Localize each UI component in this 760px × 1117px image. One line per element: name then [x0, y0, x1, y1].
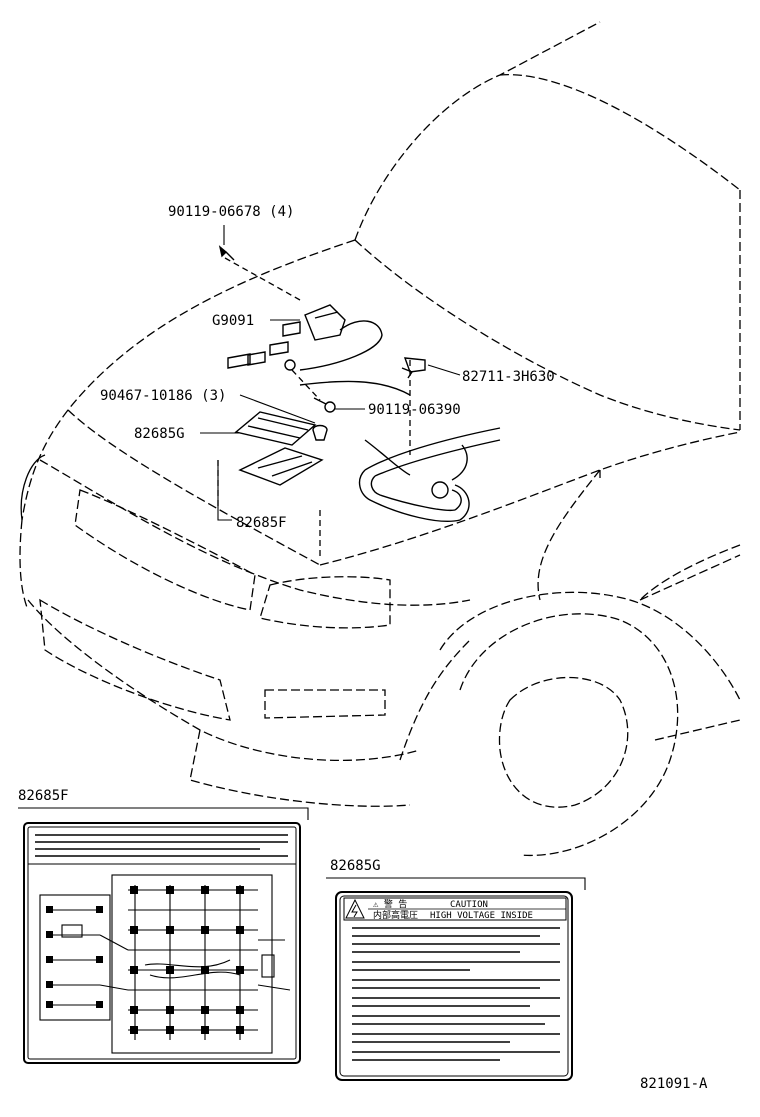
high-voltage-text: HIGH VOLTAGE INSIDE — [430, 911, 533, 921]
bolt-icon — [218, 245, 235, 261]
label-82685g-icon — [234, 411, 317, 446]
part-number-82711-3h630: 82711-3H630 — [462, 369, 555, 385]
wiring-schematic — [39, 874, 291, 1054]
part-number-90119-06390: 90119-06390 — [368, 402, 461, 418]
detail-82685g-title: 82685G — [330, 858, 381, 874]
figure-id: 821091-A — [640, 1076, 708, 1092]
part-number-g9091: G9091 — [212, 313, 254, 329]
part-number-90119-06678: 90119-06678 (4) — [168, 204, 294, 220]
cable-icon — [358, 427, 501, 522]
detail-82685f-title: 82685F — [18, 788, 69, 804]
clamp-icon — [401, 357, 426, 379]
caution-word: CAUTION — [450, 900, 488, 910]
detail-82685f: 82685F — [18, 788, 309, 1064]
part-number-90467-10186: 90467-10186 (3) — [100, 388, 226, 404]
caution-body-lines — [352, 927, 560, 1061]
leader-lines — [200, 225, 461, 521]
bolt-icon — [313, 397, 336, 413]
connector-blocks — [46, 886, 244, 1034]
inverter-actuator-icon — [227, 304, 411, 396]
warning-triangle-icon — [345, 898, 365, 919]
vehicle-outline — [19, 21, 741, 857]
engine-parts — [218, 245, 501, 522]
label-82685f-icon — [238, 447, 324, 486]
part-labels: 90119-06678 (4) G9091 82711-3H630 90467-… — [100, 204, 555, 531]
caution-header: ⚠ 警 告 CAUTION 内部高電圧 HIGH VOLTAGE INSIDE — [343, 897, 567, 921]
part-number-82685g: 82685G — [134, 426, 185, 442]
part-number-82685f: 82685F — [236, 515, 287, 531]
vehicle-details — [20, 454, 601, 521]
clip-icon — [312, 424, 328, 441]
jp-warning-text: 内部高電圧 — [373, 909, 418, 921]
label-text-lines — [35, 834, 288, 857]
detail-82685g: 82685G ⚠ 警 告 CAUTION 内部高電圧 HIGH VOLTAGE … — [326, 858, 586, 1081]
warning-glyphs: ⚠ 警 告 — [373, 898, 407, 910]
